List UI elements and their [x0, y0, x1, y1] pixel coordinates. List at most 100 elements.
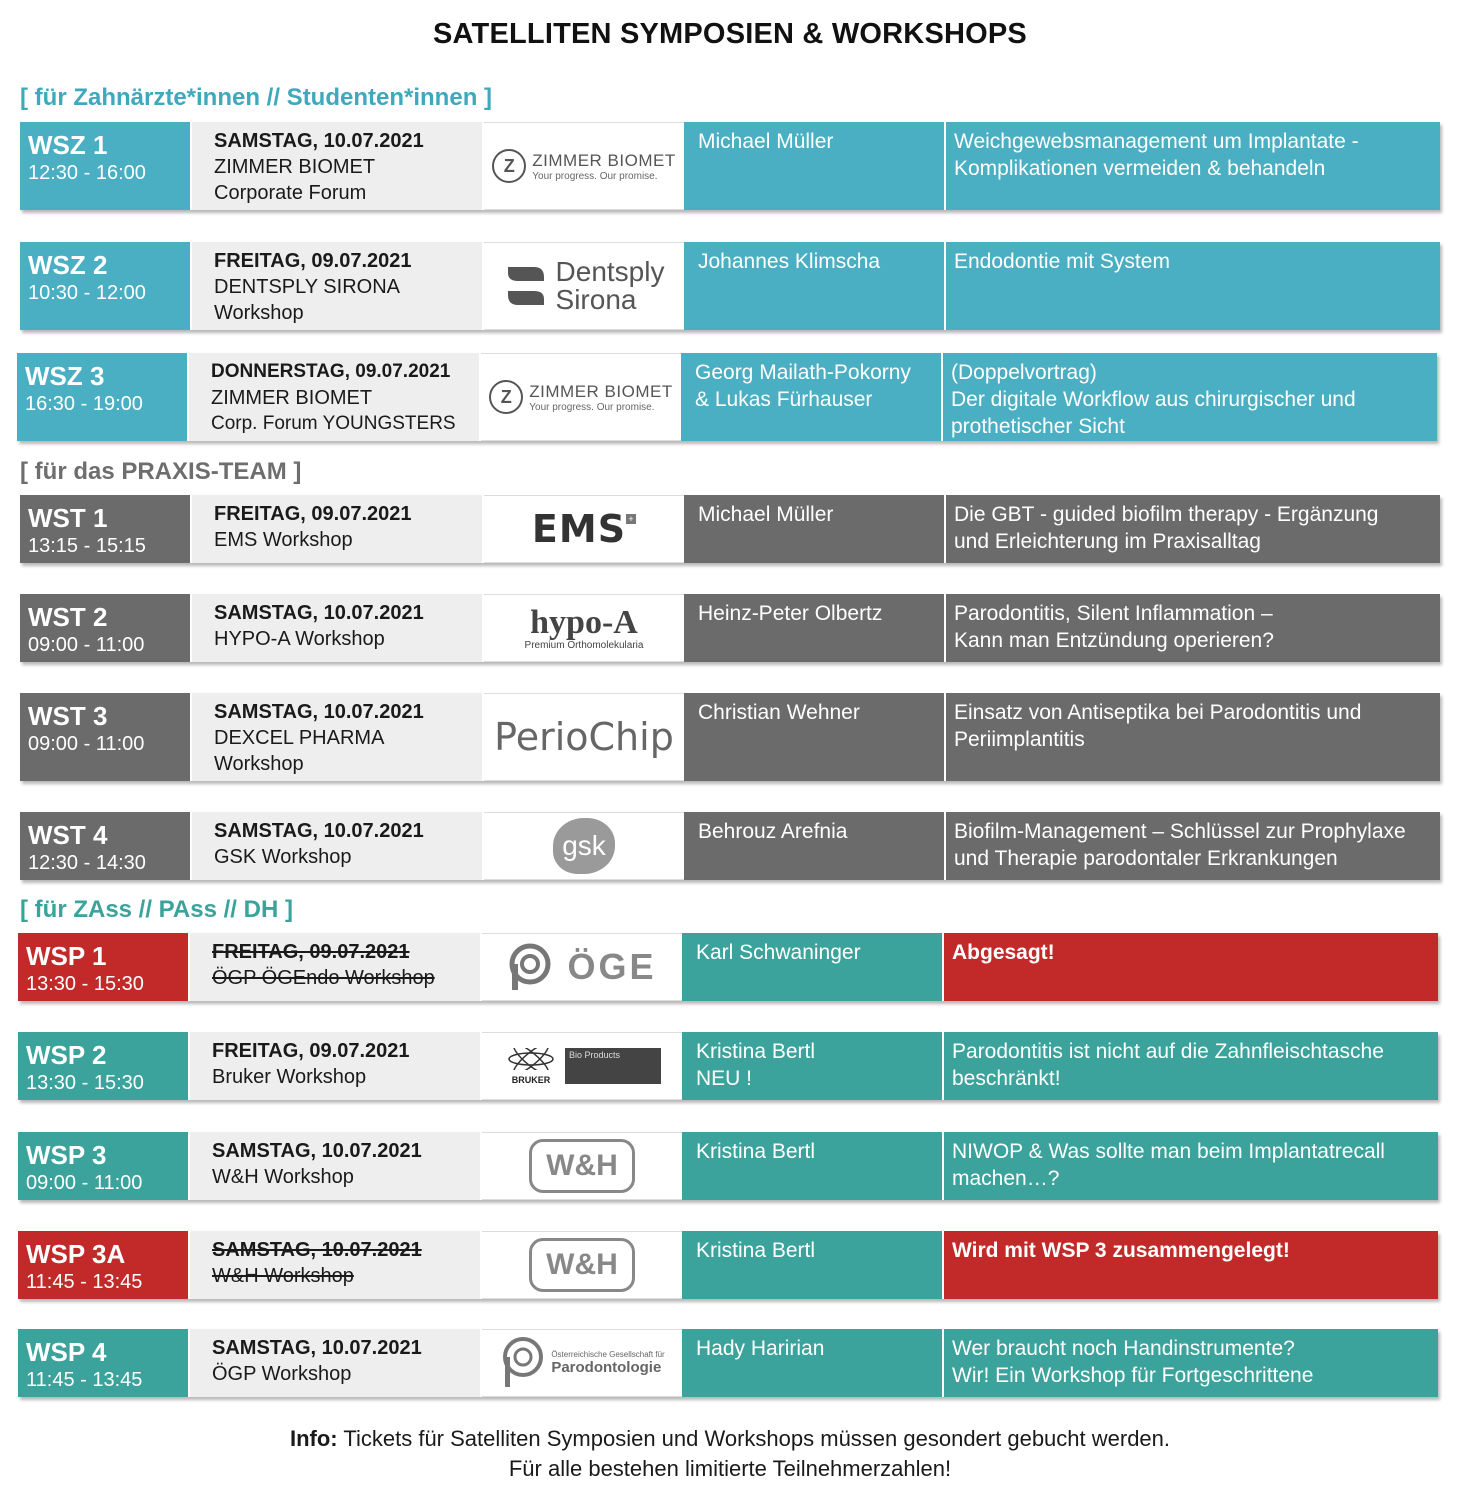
dentsply-sirona-logo: Dentsply Sirona [484, 242, 684, 330]
session-id: WSZ 1 [28, 130, 108, 160]
session-date: SAMSTAG, 10.07.2021 [212, 1140, 422, 1162]
session-info: FREITAG, 09.07.2021 EMS Workshop [192, 495, 484, 563]
workshop-row-wsp4: WSP 4 11:45 - 13:45 SAMSTAG, 10.07.2021 … [18, 1329, 1438, 1397]
oegp-mark-icon [503, 1337, 544, 1387]
session-speaker: Heinz-Peter Olbertz [684, 594, 946, 662]
workshop-row-wst4: WST 4 12:30 - 14:30 SAMSTAG, 10.07.2021 … [20, 812, 1440, 880]
session-format: Corporate Forum [214, 182, 367, 204]
session-info: SAMSTAG, 10.07.2021 ÖGP Workshop [190, 1329, 482, 1397]
session-id: WSP 3A [26, 1239, 126, 1269]
session-host: HYPO-A Workshop [214, 628, 385, 650]
session-topic: Die GBT - guided biofilm therapy - Ergän… [946, 495, 1440, 563]
session-info: FREITAG, 09.07.2021 DENTSPLY SIRONA Work… [192, 242, 484, 330]
section-heading-dentists: [ für Zahnärzte*innen // Studenten*innen… [20, 84, 493, 111]
zimmer-biomet-logo: Z ZIMMER BIOMET Your progress. Our promi… [484, 122, 684, 210]
session-time: 12:30 - 16:00 [28, 162, 146, 184]
section-heading-assistants: [ für ZAss // PAss // DH ] [20, 896, 293, 923]
workshop-row-wsp2: WSP 2 13:30 - 15:30 FREITAG, 09.07.2021 … [18, 1032, 1438, 1100]
section-heading-team: [ für das PRAXIS-TEAM ] [20, 458, 302, 485]
session-date: FREITAG, 09.07.2021 [214, 503, 412, 525]
session-speaker: Johannes Klimscha [684, 242, 946, 330]
workshop-row-wsz2: WSZ 2 10:30 - 12:00 FREITAG, 09.07.2021 … [20, 242, 1440, 330]
session-speaker: Behrouz Arefnia [684, 812, 946, 880]
session-info: FREITAG, 09.07.2021 Bruker Workshop [190, 1032, 482, 1100]
session-host: DENTSPLY SIRONA [214, 276, 400, 298]
session-info: SAMSTAG, 10.07.2021 W&H Workshop [190, 1231, 482, 1299]
oege-logo: ÖGE [482, 933, 682, 1001]
session-speaker: Georg Mailath-Pokorny & Lukas Fürhauser [681, 353, 943, 441]
session-code: WSZ 2 10:30 - 12:00 [20, 242, 192, 330]
session-code: WST 1 13:15 - 15:15 [20, 495, 192, 563]
periochip-logo: PerioChip [484, 693, 684, 781]
session-time: 13:30 - 15:30 [26, 973, 144, 995]
session-topic: Wer braucht noch Handinstrumente? Wir! E… [944, 1329, 1438, 1397]
session-topic: Endodontie mit System [946, 242, 1440, 330]
session-code: WSP 2 13:30 - 15:30 [18, 1032, 190, 1100]
session-date: SAMSTAG, 10.07.2021 [214, 701, 424, 723]
session-date: SAMSTAG, 10.07.2021 [212, 1239, 422, 1261]
session-date: SAMSTAG, 10.07.2021 [212, 1337, 422, 1359]
session-date: DONNERSTAG, 09.07.2021 [211, 361, 451, 382]
session-id: WSP 3 [26, 1140, 107, 1170]
session-id: WST 1 [28, 503, 108, 533]
info-label: Info: [289, 1426, 338, 1451]
session-status-cancelled: Abgesagt! [944, 933, 1438, 1001]
workshop-row-wsp1: WSP 1 13:30 - 15:30 FREITAG, 09.07.2021 … [18, 933, 1438, 1001]
session-host: ÖGP ÖGEndo Workshop [212, 967, 435, 989]
session-code: WSZ 3 16:30 - 19:00 [17, 353, 189, 441]
session-code: WSP 4 11:45 - 13:45 [18, 1329, 190, 1397]
info-line-1: Tickets für Satelliten Symposien und Wor… [343, 1426, 1171, 1451]
session-date: FREITAG, 09.07.2021 [212, 1040, 410, 1062]
info-line-2: Für alle bestehen limitierte Teilnehmerz… [508, 1456, 952, 1481]
session-time: 13:15 - 15:15 [28, 535, 146, 557]
session-date: SAMSTAG, 10.07.2021 [214, 602, 424, 624]
session-time: 11:45 - 13:45 [26, 1271, 143, 1293]
session-id: WSZ 3 [25, 361, 105, 391]
workshop-row-wsz3: WSZ 3 16:30 - 19:00 DONNERSTAG, 09.07.20… [17, 353, 1437, 441]
session-host: EMS Workshop [214, 529, 353, 551]
session-time: 10:30 - 12:00 [28, 282, 146, 304]
session-speaker: Michael Müller [684, 122, 946, 210]
workshop-row-wst2: WST 2 09:00 - 11:00 SAMSTAG, 10.07.2021 … [20, 594, 1440, 662]
session-speaker: Christian Wehner [684, 693, 946, 781]
session-id: WSP 4 [26, 1337, 107, 1367]
session-topic: Parodontitis ist nicht auf die Zahnfleis… [944, 1032, 1438, 1100]
session-info: SAMSTAG, 10.07.2021 ZIMMER BIOMET Corpor… [192, 122, 484, 210]
wh-logo: W&H [482, 1132, 682, 1200]
session-code: WSZ 1 12:30 - 16:00 [20, 122, 192, 210]
session-time: 16:30 - 19:00 [25, 393, 143, 415]
session-host: GSK Workshop [214, 846, 352, 868]
session-speaker: Kristina Bertl [682, 1231, 944, 1299]
session-date: FREITAG, 09.07.2021 [214, 250, 412, 272]
bruker-logo: BRUKER Bio Products [482, 1032, 682, 1100]
workshop-row-wsp3a: WSP 3A 11:45 - 13:45 SAMSTAG, 10.07.2021… [18, 1231, 1438, 1299]
session-date: SAMSTAG, 10.07.2021 [214, 130, 424, 152]
session-info: SAMSTAG, 10.07.2021 HYPO-A Workshop [192, 594, 484, 662]
session-topic: NIWOP & Was sollte man beim Implantatrec… [944, 1132, 1438, 1200]
session-info: SAMSTAG, 10.07.2021 W&H Workshop [190, 1132, 482, 1200]
session-info: DONNERSTAG, 09.07.2021 ZIMMER BIOMET Cor… [189, 353, 481, 441]
session-info: FREITAG, 09.07.2021 ÖGP ÖGEndo Workshop [190, 933, 482, 1001]
session-host: ZIMMER BIOMET [214, 156, 376, 178]
page-title: SATELLITEN SYMPOSIEN & WORKSHOPS [433, 18, 1027, 50]
session-id: WSP 2 [26, 1040, 107, 1070]
workshop-row-wst1: WST 1 13:15 - 15:15 FREITAG, 09.07.2021 … [20, 495, 1440, 563]
session-date: FREITAG, 09.07.2021 [212, 941, 410, 963]
session-topic: Parodontitis, Silent Inflammation – Kann… [946, 594, 1440, 662]
wh-logo: W&H [482, 1231, 682, 1299]
zimmer-z-icon: Z [489, 380, 524, 414]
session-time: 12:30 - 14:30 [28, 852, 146, 874]
session-id: WSP 1 [26, 941, 107, 971]
session-code: WST 2 09:00 - 11:00 [20, 594, 192, 662]
session-time: 13:30 - 15:30 [26, 1072, 144, 1094]
session-speaker: Karl Schwaninger [682, 933, 944, 1001]
bruker-atom-icon [508, 1042, 554, 1075]
session-host: DEXCEL PHARMA [214, 727, 385, 749]
session-speaker: Hady Haririan [682, 1329, 944, 1397]
session-topic: Weichgewebsmanagement um Implantate - Ko… [946, 122, 1440, 210]
session-code: WSP 3 09:00 - 11:00 [18, 1132, 190, 1200]
session-format: Workshop [214, 753, 304, 775]
session-time: 09:00 - 11:00 [28, 733, 145, 755]
session-id: WSZ 2 [28, 250, 108, 280]
session-speaker: Kristina Bertl NEU ! [682, 1032, 944, 1100]
